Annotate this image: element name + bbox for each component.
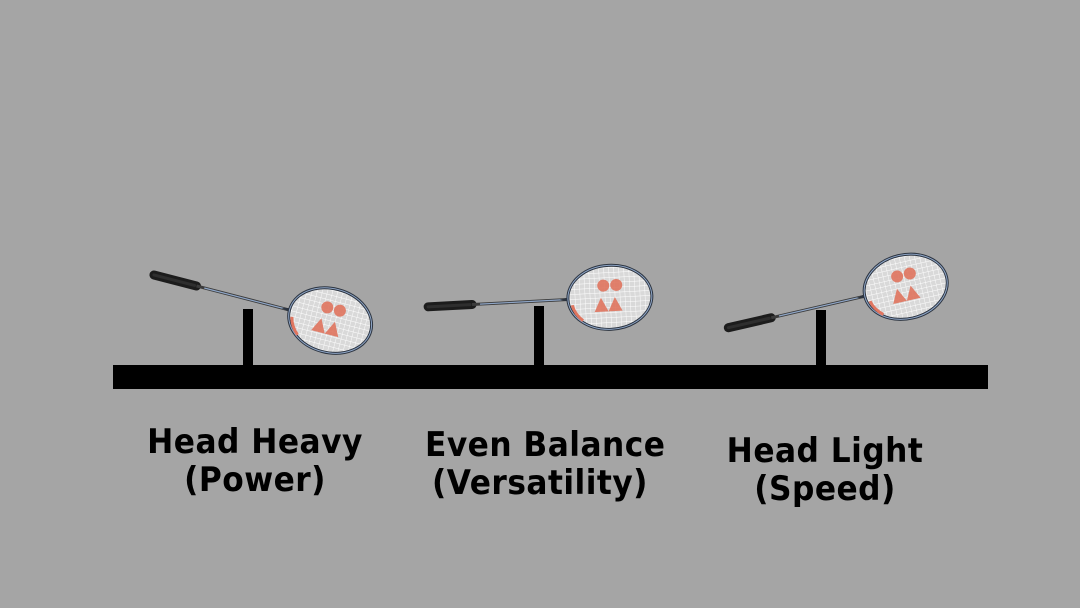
label-even-balance: Even Balance (Versatility) [425, 425, 666, 503]
label-title: Even Balance [425, 425, 666, 465]
fulcrum-post-light [816, 310, 826, 367]
label-head-light: Head Light (Speed) [710, 432, 940, 508]
label-title: Head Light [726, 431, 924, 471]
label-title: Head Heavy [147, 422, 363, 462]
badminton-racket-icon [721, 246, 954, 359]
label-subtitle: (Versatility) [432, 463, 648, 503]
badminton-racket-icon [146, 244, 379, 362]
fulcrum-post-even [534, 306, 544, 367]
balance-beam [113, 365, 988, 389]
label-subtitle: (Speed) [754, 469, 896, 509]
label-head-heavy: Head Heavy (Power) [140, 423, 370, 499]
fulcrum-post-heavy [243, 309, 253, 367]
label-subtitle: (Power) [184, 460, 326, 500]
